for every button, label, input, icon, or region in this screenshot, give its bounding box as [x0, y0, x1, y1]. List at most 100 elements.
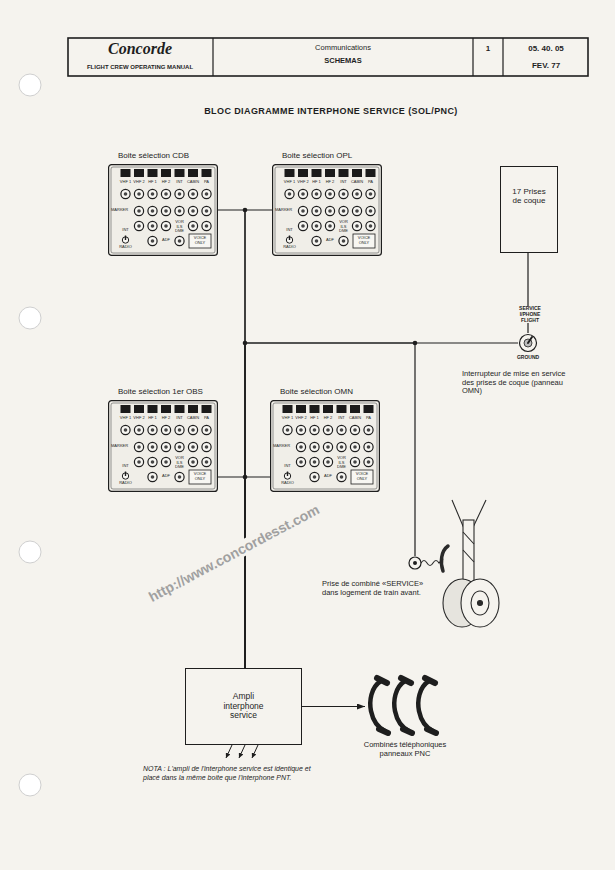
- volume-knob: [188, 457, 197, 466]
- knob-center: [326, 428, 330, 432]
- volume-knob: [296, 457, 305, 466]
- knob-center: [355, 209, 359, 213]
- toggle-lever: [125, 236, 126, 241]
- header-divider: [472, 38, 473, 76]
- knob-center: [355, 192, 359, 196]
- knob-center: [151, 428, 155, 432]
- knob-center: [328, 209, 332, 213]
- knob-center: [315, 224, 319, 228]
- knob-center: [164, 445, 168, 449]
- panel-legend: MARKER: [111, 444, 128, 449]
- panel-heading: Boite sélection OPL: [282, 151, 352, 160]
- telephone-handset: [418, 678, 436, 733]
- volume-knob: [175, 206, 184, 215]
- select-key: [298, 169, 308, 177]
- knob-center: [137, 460, 141, 464]
- callout-text: Prise de combiné «SERVICE» dans logement…: [322, 580, 440, 597]
- wheel-hub: [471, 591, 489, 615]
- panel-legend: HF 1: [143, 416, 163, 421]
- knob-center: [124, 192, 128, 196]
- box-label: 17 Prises de coque: [512, 187, 546, 205]
- volume-knob: [134, 457, 143, 466]
- chapter-name: Communications: [243, 44, 443, 53]
- panel-legend: HF 2: [156, 180, 176, 185]
- volume-knob: [161, 442, 170, 451]
- punch-hole: [19, 74, 41, 96]
- header-divider: [212, 38, 213, 76]
- volume-knob: [175, 236, 184, 245]
- volume-knob: [298, 206, 307, 215]
- handsets-symbol: [365, 675, 445, 735]
- knob-center: [151, 239, 155, 243]
- knob-center: [286, 428, 290, 432]
- logo: Concorde: [70, 40, 210, 58]
- panel-legend: CABIN: [183, 180, 203, 185]
- panel-legend: ADF: [159, 238, 173, 243]
- panel-border: [109, 165, 218, 256]
- knob-center: [137, 428, 141, 432]
- page-reference: 05. 40. 05: [506, 44, 586, 53]
- knob-center: [178, 475, 182, 479]
- knob-center: [353, 445, 357, 449]
- panel-legend: MARKER: [273, 444, 290, 449]
- knob-center: [178, 445, 182, 449]
- knob-center: [205, 224, 209, 228]
- volume-knob: [188, 221, 197, 230]
- select-key: [148, 405, 158, 413]
- knob-center: [313, 460, 317, 464]
- panel-legend: INT: [280, 228, 300, 233]
- handset-earpiece: [401, 678, 411, 683]
- volume-knob: [175, 442, 184, 451]
- knob-center: [328, 192, 332, 196]
- punch-hole: [19, 541, 41, 563]
- diagram-title: BLOC DIAGRAMME INTERPHONE SERVICE (SOL/P…: [161, 106, 501, 116]
- select-key: [148, 169, 158, 177]
- knob-center: [151, 192, 155, 196]
- volume-knob: [202, 206, 211, 215]
- knob-center: [178, 239, 182, 243]
- knob-center: [137, 209, 141, 213]
- knob-center: [191, 209, 195, 213]
- punch-hole: [19, 774, 41, 796]
- volume-knob: [298, 221, 307, 230]
- jack-body: [409, 557, 421, 569]
- volume-knob: [148, 221, 157, 230]
- selector-panel: Boite sélection OMNVHF 1VHF 2HF 1HF 2INT…: [270, 400, 380, 492]
- knob-center: [313, 475, 317, 479]
- volume-knob: [366, 221, 375, 230]
- punch-hole: [19, 307, 41, 329]
- wire: [302, 706, 365, 707]
- panel-legend: ADF: [323, 238, 337, 243]
- volume-knob: [121, 425, 130, 434]
- volume-knob: [188, 442, 197, 451]
- volume-knob: [296, 442, 305, 451]
- panel-legend: VHF 1: [278, 416, 298, 421]
- panel-legend: VOR ILS DME: [174, 456, 185, 470]
- volume-knob: [366, 189, 375, 198]
- knob-center: [178, 192, 182, 196]
- panel-legend: HF 1: [143, 180, 163, 185]
- knob-center: [313, 428, 317, 432]
- switch-lever: [528, 337, 532, 343]
- lead-wire: [226, 745, 232, 758]
- volume-knob: [310, 457, 319, 466]
- panel-legend: HF 2: [320, 180, 340, 185]
- panel-inner-border: [275, 167, 379, 253]
- handset-earpiece: [377, 678, 387, 683]
- select-key: [175, 169, 185, 177]
- knob-center: [205, 460, 209, 464]
- volume-knob: [325, 221, 334, 230]
- knob-center: [369, 209, 373, 213]
- volume-knob: [364, 457, 373, 466]
- panel-legend: INT: [116, 228, 136, 233]
- panel-legend: INT: [332, 416, 352, 421]
- select-key: [364, 405, 374, 413]
- panel-heading: Boite sélection CDB: [118, 151, 189, 160]
- watermark: http://www.concordesst.com: [130, 492, 339, 613]
- volume-knob: [285, 189, 294, 198]
- select-key: [310, 405, 320, 413]
- panel-legend: VHF 2: [293, 180, 313, 185]
- header-frame: [68, 38, 588, 76]
- ampli-leads: [226, 745, 258, 758]
